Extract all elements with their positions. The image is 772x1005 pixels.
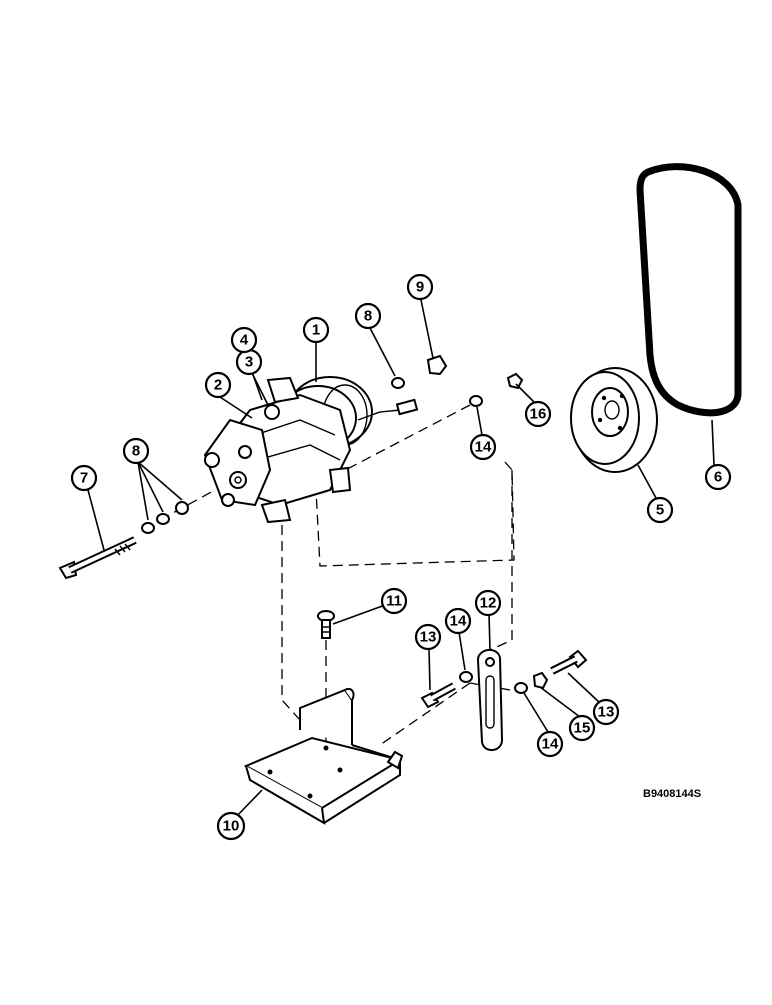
callout-7: 7 <box>70 464 98 492</box>
callout-4-label: 4 <box>240 332 249 349</box>
callout-3: 3 <box>235 348 263 376</box>
callout-5-label: 5 <box>656 502 664 519</box>
pulley <box>570 367 658 473</box>
callout-14-mid-label: 14 <box>450 613 467 630</box>
callout-14-top: 14 <box>469 433 497 461</box>
callout-2: 2 <box>204 371 232 399</box>
reference-code: B9408144S <box>643 788 701 800</box>
callout-9-label: 9 <box>416 279 424 296</box>
callout-10-label: 10 <box>223 818 240 835</box>
callout-14-mid: 14 <box>444 607 472 635</box>
callout-7-label: 7 <box>80 470 88 487</box>
callout-16: 16 <box>524 400 552 428</box>
callout-6-label: 6 <box>714 469 722 486</box>
callout-13-left-label: 13 <box>420 629 437 646</box>
adjusting-strap <box>476 649 504 751</box>
callout-9: 9 <box>406 273 434 301</box>
callout-13-left: 13 <box>414 623 442 651</box>
washers-and-nuts <box>141 354 448 534</box>
callout-8-top: 8 <box>354 302 382 330</box>
carriage-bolt <box>317 610 335 639</box>
callout-1-label: 1 <box>312 322 320 339</box>
callout-14-bottom: 14 <box>536 730 564 758</box>
callout-12: 12 <box>474 589 502 617</box>
short-bolts <box>420 649 588 709</box>
callout-3-label: 3 <box>245 354 253 371</box>
callout-14-bottom-label: 14 <box>542 736 559 753</box>
callout-8-top-label: 8 <box>364 308 372 325</box>
callout-1: 1 <box>302 316 330 344</box>
callout-8-left: 8 <box>122 437 150 465</box>
drive-belt <box>636 163 742 417</box>
callout-11: 11 <box>380 587 408 615</box>
callout-12-label: 12 <box>480 595 497 612</box>
mounting-bracket <box>243 688 404 825</box>
leader-lines <box>87 299 715 819</box>
callout-5: 5 <box>646 496 674 524</box>
compressor <box>203 376 419 524</box>
callout-11-label: 11 <box>386 593 402 610</box>
callout-16-label: 16 <box>530 406 547 423</box>
callout-13-right-label: 13 <box>598 704 615 721</box>
callout-10: 10 <box>216 811 246 841</box>
callout-13-right: 13 <box>592 698 620 726</box>
callout-15-label: 15 <box>574 720 591 737</box>
callout-8-left-label: 8 <box>132 443 140 460</box>
callout-15: 15 <box>568 714 596 742</box>
callout-14-top-label: 14 <box>475 439 492 456</box>
callout-6: 6 <box>704 463 732 491</box>
small-hardware <box>459 372 549 694</box>
callout-2-label: 2 <box>214 377 222 394</box>
long-bolt <box>58 536 137 580</box>
callout-4: 4 <box>230 326 258 354</box>
